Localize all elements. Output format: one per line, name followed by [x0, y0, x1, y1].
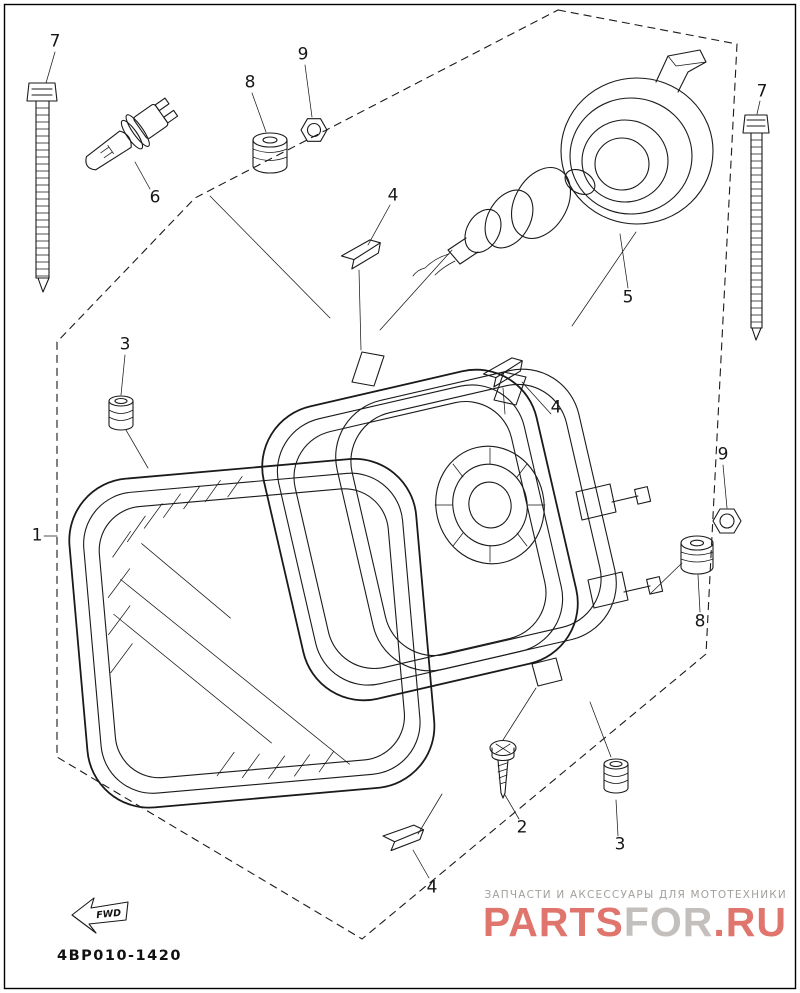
retaining-clip-top	[340, 239, 381, 270]
callout-9-right: 9	[717, 444, 729, 465]
cable-tie-right	[742, 114, 770, 341]
callout-8-right: 8	[694, 611, 706, 632]
assembly-boundary-dashed	[56, 9, 738, 940]
callout-3-left: 3	[119, 334, 131, 355]
grommet-right	[680, 535, 714, 575]
watermark: ЗАПЧАСТИ И АКСЕССУАРЫ ДЛЯ МОТОТЕХНИКИ PA…	[483, 889, 787, 943]
bolt-left	[108, 395, 134, 431]
bulb-socket-assembly	[412, 49, 714, 277]
alignment-lines	[125, 195, 683, 835]
cable-tie-left	[26, 82, 58, 293]
figure-border	[3, 3, 797, 990]
callout-4-bottom: 4	[426, 877, 438, 898]
adjust-screw	[489, 739, 517, 799]
callout-8-top: 8	[244, 72, 256, 93]
leader-lines	[43, 51, 761, 879]
callout-3-bottom: 3	[614, 834, 626, 855]
fwd-arrow: FWD	[71, 897, 129, 934]
watermark-brand-parts: PARTS	[482, 899, 624, 945]
callout-2: 2	[516, 817, 528, 838]
nut-top	[300, 118, 328, 142]
headlight-housing	[261, 351, 664, 702]
callout-9-top: 9	[297, 44, 309, 65]
callout-7-right: 7	[756, 81, 768, 102]
grommet-top	[252, 132, 288, 174]
diagram-code: 4BP010-1420	[57, 948, 182, 964]
watermark-tagline: ЗАПЧАСТИ И АКСЕССУАРЫ ДЛЯ МОТОТЕХНИКИ	[484, 889, 787, 901]
nut-right	[712, 508, 742, 534]
callout-5: 5	[622, 287, 634, 308]
watermark-brand-for: FOR	[623, 899, 714, 945]
retaining-clip-bottom	[382, 824, 425, 852]
callout-7-top-left: 7	[49, 31, 61, 52]
headlight-lens	[68, 457, 436, 809]
callout-1: 1	[31, 525, 43, 546]
bolt-bottom	[603, 758, 629, 794]
retaining-clip-middle	[482, 357, 523, 388]
watermark-brand: PARTSFOR.RU	[483, 902, 787, 943]
halogen-bulb	[85, 97, 179, 171]
fwd-label: FWD	[96, 908, 122, 922]
watermark-brand-ru: .RU	[713, 899, 787, 945]
callout-4-top: 4	[387, 185, 399, 206]
callout-4-middle: 4	[550, 397, 562, 418]
callout-6: 6	[149, 187, 161, 208]
